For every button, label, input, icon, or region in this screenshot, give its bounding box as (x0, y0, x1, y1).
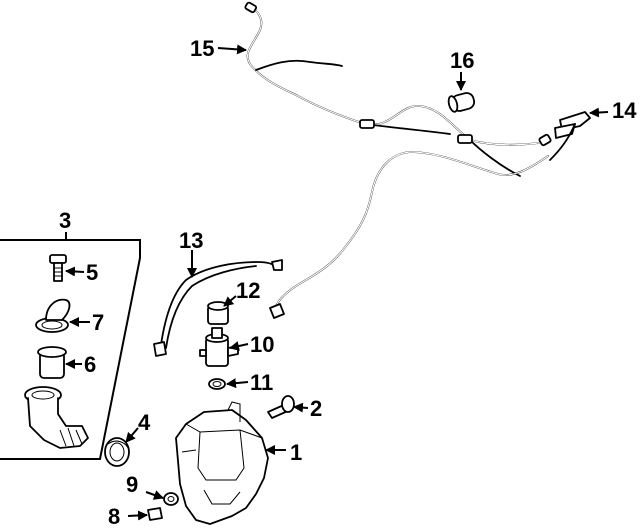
callout-12: 12 (236, 278, 260, 303)
callout-3: 3 (59, 208, 71, 233)
callout-13: 13 (179, 228, 203, 253)
callout-10: 10 (250, 332, 274, 357)
washer-hose-upper (244, 1, 552, 177)
callout-14: 14 (612, 98, 637, 123)
callout-8: 8 (108, 504, 120, 529)
filler-neck-group (0, 232, 141, 460)
filler-cap (35, 298, 71, 333)
filler-screw (49, 254, 67, 282)
callout-1: 1 (290, 440, 302, 465)
filler-neck-tube (24, 386, 89, 449)
callout-15: 15 (190, 36, 214, 61)
callout-4: 4 (138, 410, 151, 435)
pump-seal (208, 378, 226, 390)
hose-connector (549, 111, 591, 161)
fill-grommet (104, 437, 130, 467)
callout-2: 2 (310, 396, 322, 421)
filler-strainer (37, 346, 67, 379)
washer-reservoir (175, 401, 269, 525)
callout-5: 5 (86, 260, 98, 285)
callout-7: 7 (92, 310, 104, 335)
washer-hose-long (269, 151, 549, 319)
reservoir-seal (163, 492, 179, 506)
check-valve (447, 92, 476, 113)
callout-16: 16 (450, 48, 474, 73)
mounting-bolt (267, 395, 295, 419)
callout-9: 9 (126, 472, 138, 497)
retaining-clip (147, 507, 163, 521)
leader-arrows (65, 44, 609, 521)
callout-6: 6 (84, 352, 96, 377)
pump-grommet (207, 301, 229, 325)
washer-hose-loop (153, 259, 283, 357)
callout-11: 11 (250, 370, 273, 395)
